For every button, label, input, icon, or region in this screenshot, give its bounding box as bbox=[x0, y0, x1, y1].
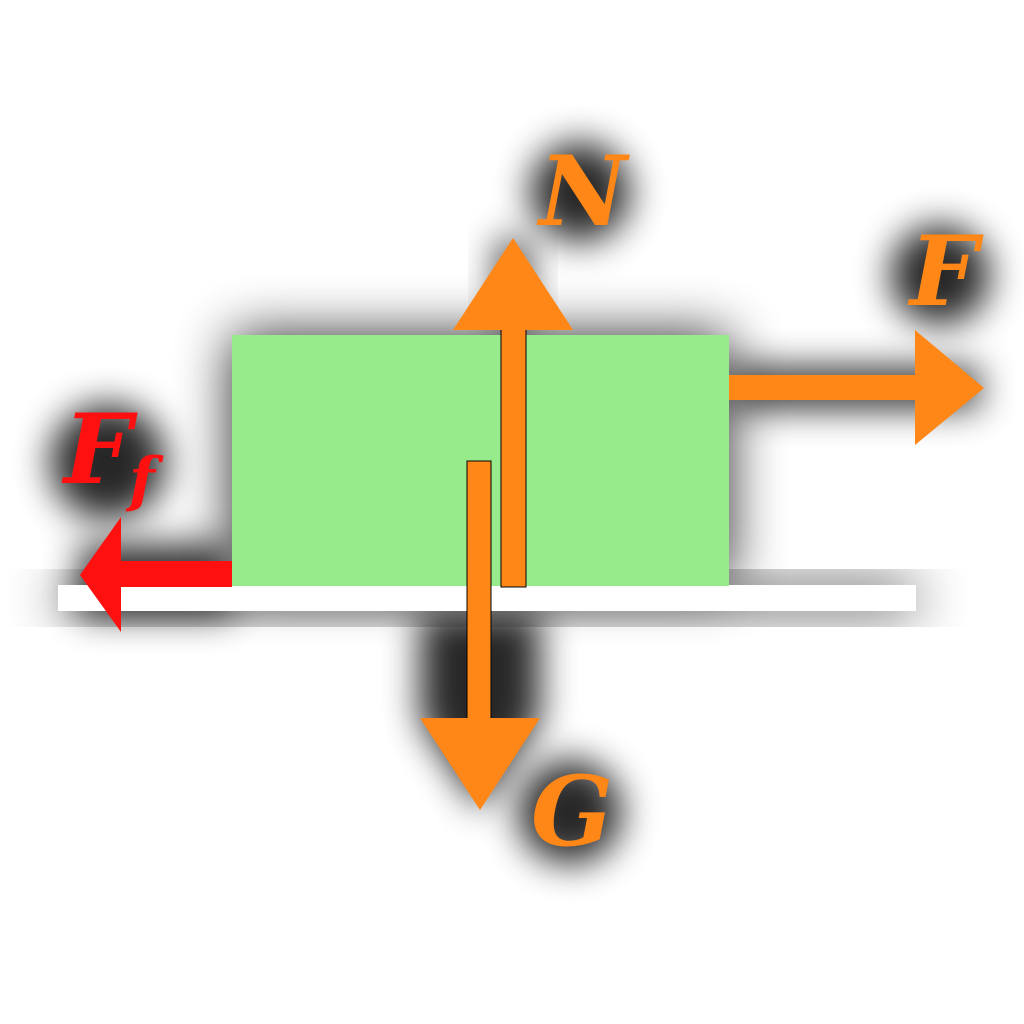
friction-arrow bbox=[80, 517, 232, 632]
friction-arrowhead bbox=[80, 517, 121, 632]
friction-label-main: F bbox=[61, 393, 138, 506]
normal-arrow-shaft bbox=[500, 324, 527, 588]
normal-arrow bbox=[453, 238, 573, 588]
friction-arrow-shaft bbox=[112, 561, 232, 587]
applied-arrow-shaft bbox=[729, 375, 921, 400]
normal-arrowhead bbox=[453, 238, 573, 330]
applied-arrowhead bbox=[915, 330, 984, 445]
gravity-arrow-shaft bbox=[466, 460, 492, 722]
gravity-label: G bbox=[531, 755, 613, 868]
applied-label-glow bbox=[890, 225, 990, 325]
applied-force-label: F bbox=[907, 215, 984, 328]
gravity-arrowhead bbox=[420, 718, 540, 810]
gravity-arrow bbox=[420, 460, 540, 810]
gravity-label-glow bbox=[518, 760, 622, 864]
applied-force-arrow bbox=[729, 330, 984, 445]
friction-label-glow bbox=[50, 404, 166, 520]
normal-force-label: N bbox=[536, 135, 630, 248]
normal-label-glow bbox=[530, 142, 630, 242]
